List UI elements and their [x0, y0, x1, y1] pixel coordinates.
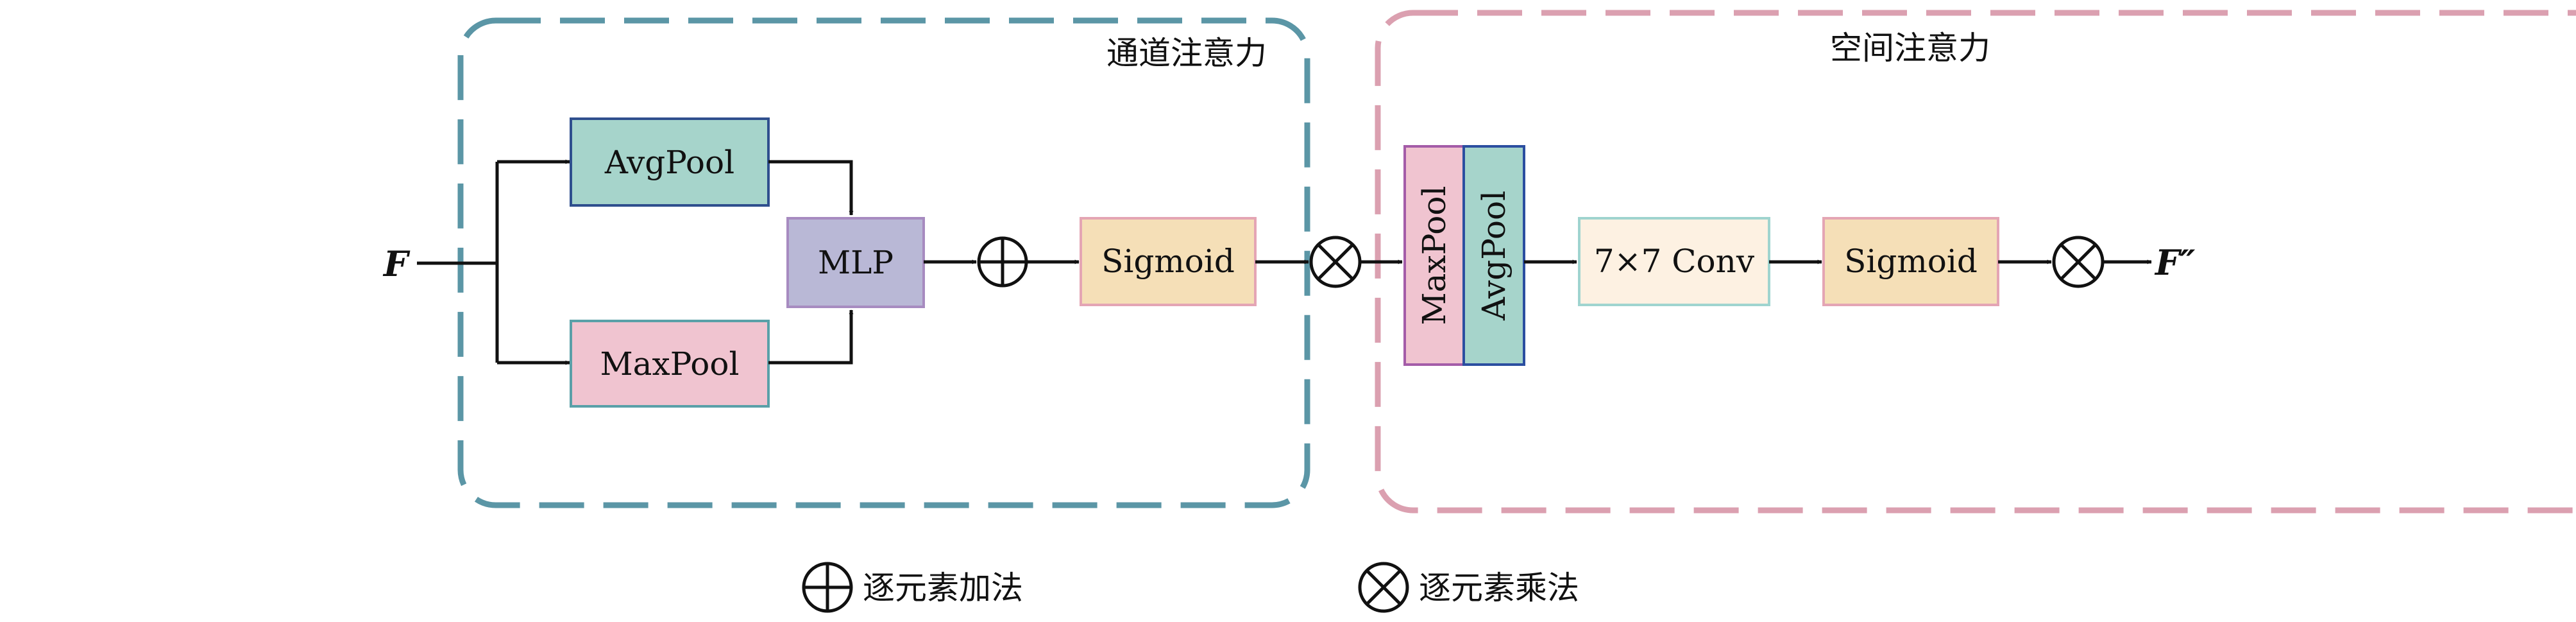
legend-add-label: 逐元素加法: [863, 569, 1023, 607]
spatial-sigmoid-label: Sigmoid: [1844, 243, 1978, 280]
input-label: F: [382, 243, 411, 284]
channel-maxpool-label: MaxPool: [600, 345, 739, 383]
elementwise-add-icon: [977, 236, 1028, 288]
spatial-avgpool-box: [1462, 145, 1525, 366]
legend-multiply-icon: [1358, 562, 1409, 613]
channel-avgpool-box: [570, 117, 770, 207]
avgpool-to-mlp-arrow: [768, 160, 854, 216]
elementwise-multiply-icon: [1309, 236, 1362, 288]
conv-box: [1578, 217, 1770, 306]
channel-attention-title: 通道注意力: [1106, 35, 1267, 72]
mlp-label: MLP: [818, 244, 894, 281]
legend-add-icon: [802, 562, 853, 613]
channel-sigmoid-label: Sigmoid: [1101, 243, 1235, 280]
channel-maxpool-box: [570, 320, 770, 408]
channel-sigmoid-box: [1080, 217, 1257, 306]
channel-avgpool-label: AvgPool: [604, 144, 734, 181]
spatial-avgpool-label: AvgPool: [1475, 191, 1513, 321]
maxpool-to-mlp-arrow: [768, 309, 854, 365]
mlp-box: [786, 217, 925, 308]
output-multiply-icon: [2052, 236, 2105, 288]
legend-multiply-label: 逐元素乘法: [1419, 569, 1579, 607]
spatial-maxpool-label: MaxPool: [1416, 186, 1453, 325]
output-label: F″: [2154, 242, 2195, 283]
spatial-maxpool-box: [1403, 145, 1465, 366]
conv-label: 7×7 Conv: [1594, 243, 1755, 280]
spatial-attention-title: 空间注意力: [1830, 30, 1990, 67]
